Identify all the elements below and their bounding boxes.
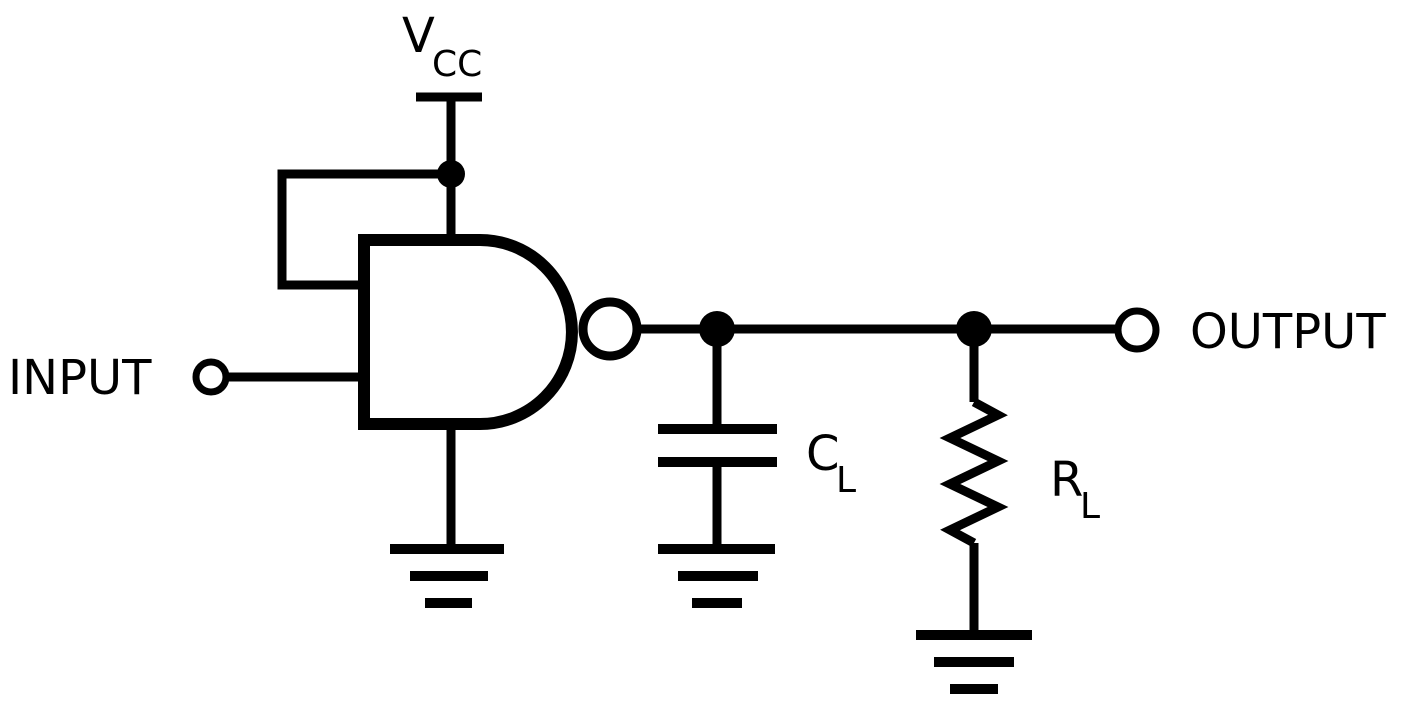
output-terminal[interactable]: [1114, 307, 1160, 353]
cl-label: C L: [806, 426, 856, 501]
rl-label-sub: L: [1080, 486, 1100, 527]
output-label: OUTPUT: [1190, 304, 1386, 360]
input-label: INPUT: [8, 350, 152, 406]
gate-output-bubble: [578, 297, 642, 361]
nand-gate-body: [358, 234, 578, 430]
rl-resistor: [939, 398, 1009, 547]
input-tie-wire: [277, 169, 451, 290]
cl-capacitor: [658, 424, 777, 467]
vcc-label-main: V: [402, 8, 435, 64]
gate-ground-symbol: [390, 544, 504, 608]
rl-label: R L: [1050, 452, 1100, 527]
cl-ground-symbol: [658, 544, 775, 608]
rl-ground-symbol: [916, 630, 1032, 694]
input-terminal[interactable]: [192, 358, 230, 396]
vcc-label: V CC: [402, 8, 482, 85]
cl-label-main: C: [806, 426, 840, 482]
rl-label-main: R: [1050, 452, 1083, 508]
cl-label-sub: L: [836, 460, 856, 501]
vcc-label-sub: CC: [432, 44, 482, 85]
